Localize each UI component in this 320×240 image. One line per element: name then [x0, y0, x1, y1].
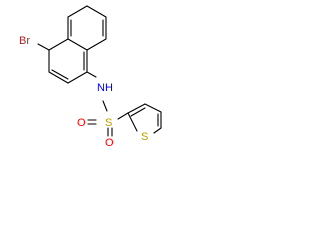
bond-lines	[37, 5, 162, 137]
bond	[67, 5, 88, 18]
nh-hydrogen-label: H	[105, 82, 113, 94]
sulfonyl-oxygen-left-label: O	[77, 117, 86, 129]
bond-double-inner	[130, 107, 146, 117]
bond	[127, 103, 146, 114]
bond	[144, 103, 162, 113]
bond-n-s	[102, 100, 108, 112]
sulfonyl-oxygen-right-label: O	[105, 137, 114, 149]
bond-c-br	[37, 43, 50, 51]
bond	[127, 112, 138, 132]
bond	[67, 38, 88, 51]
bond-s-c	[117, 112, 129, 120]
bond	[86, 38, 107, 51]
nitrogen-label: N	[97, 82, 105, 94]
sulfonyl-sulfur-label: S	[105, 117, 112, 129]
thiophene-sulfur-label: S	[141, 131, 148, 143]
bond-c-n	[86, 71, 97, 78]
bond	[153, 127, 162, 134]
bromine-label: Br	[19, 35, 30, 47]
bond	[86, 5, 107, 18]
bond-double-inner	[51, 69, 69, 80]
bond	[67, 71, 88, 84]
bond	[48, 71, 69, 84]
structure-canvas: Br N H S O O S	[0, 0, 191, 162]
molecule-drawing: Br N H S O O S	[19, 5, 162, 149]
bond	[48, 38, 69, 51]
